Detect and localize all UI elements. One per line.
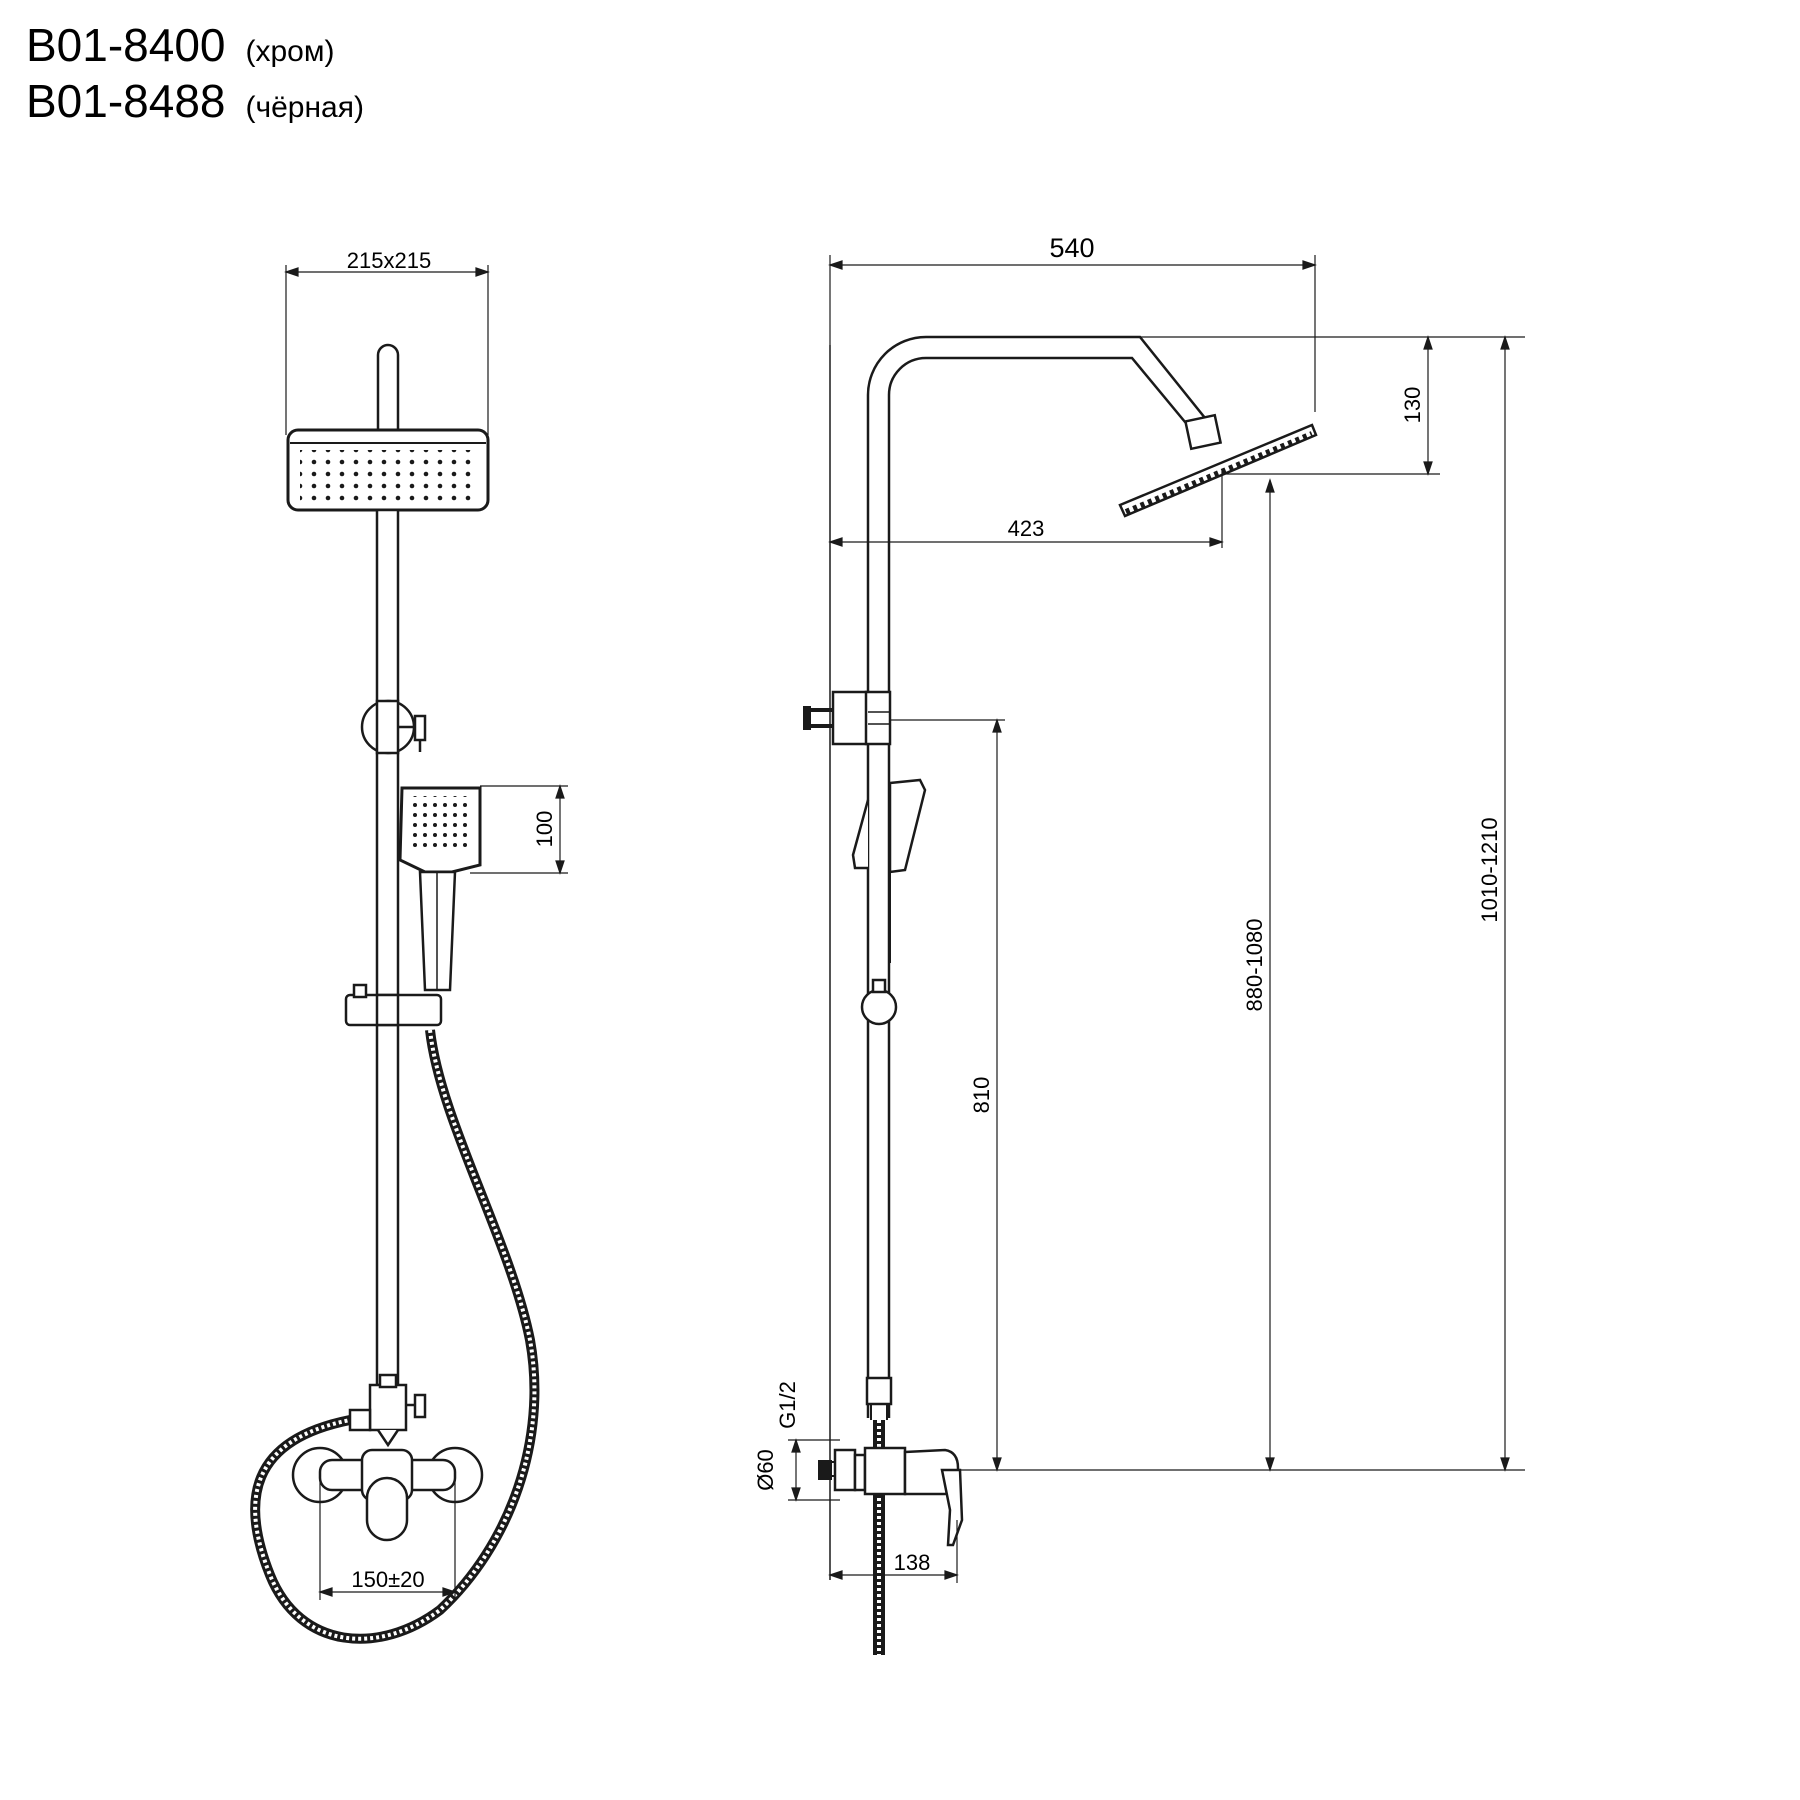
head-height-label: 880-1080 <box>1242 919 1267 1012</box>
model-variant: (хром) <box>245 35 335 68</box>
handshower-height-dimension <box>470 784 568 875</box>
model-row-black: B01-8488 (чёрная) <box>26 74 364 130</box>
mixer-side <box>818 1446 964 1547</box>
riser-pipe <box>375 508 400 1387</box>
mixer-front <box>291 1446 484 1542</box>
nozzle-grid <box>300 450 476 502</box>
diverter-knob-side <box>803 690 892 746</box>
model-code: B01-8400 <box>26 19 226 71</box>
mixer-depth-dimension <box>828 1520 959 1583</box>
total-height-label: 1010-1210 <box>1477 817 1502 922</box>
diverter-height-dimension <box>870 718 1525 1472</box>
side-view: 540 423 130 <box>753 233 1525 1655</box>
head-size-label: 215x215 <box>347 248 431 273</box>
model-variant: (чёрная) <box>245 91 364 124</box>
head-drop-label: 130 <box>1400 387 1425 424</box>
slide-bracket-knob-side <box>860 988 898 1026</box>
mixer-spacing-dimension <box>318 1470 457 1600</box>
lower-riser-bracket <box>865 1376 893 1420</box>
mixer-depth-label: 138 <box>894 1550 931 1575</box>
front-view: 215x215 1 <box>250 248 568 1644</box>
diverter-valve-front <box>348 1373 427 1448</box>
arm-length-dimension <box>828 255 1317 412</box>
hand-shower-side <box>851 778 927 963</box>
head-drop-dimension <box>1140 335 1525 476</box>
arm-length-label: 540 <box>1049 233 1094 263</box>
model-code: B01-8488 <box>26 75 226 127</box>
head-height-dimension <box>1265 478 1275 1472</box>
diverter-knob-front <box>360 699 427 755</box>
model-header: B01-8400 (хром) B01-8488 (чёрная) <box>26 18 364 130</box>
head-size-dimension <box>284 265 490 435</box>
total-height-dimension <box>1500 335 1510 1472</box>
diverter-height-label: 810 <box>969 1077 994 1114</box>
riser-top-stub <box>376 343 400 430</box>
head-offset-dimension <box>828 470 1224 548</box>
mixer-spacing-label: 150±20 <box>351 1567 424 1592</box>
flange-diameter-label: Ø60 <box>753 1449 778 1491</box>
thread-label: G1/2 <box>775 1381 800 1429</box>
handshower-height-label: 100 <box>532 811 557 848</box>
head-offset-label: 423 <box>1008 516 1045 541</box>
hand-shower-front <box>398 786 482 992</box>
thread-diameter-dimensions <box>788 1438 840 1502</box>
model-row-chrome: B01-8400 (хром) <box>26 18 364 74</box>
rain-shower-head-side <box>1118 413 1318 518</box>
slide-bracket-front <box>344 983 443 1027</box>
